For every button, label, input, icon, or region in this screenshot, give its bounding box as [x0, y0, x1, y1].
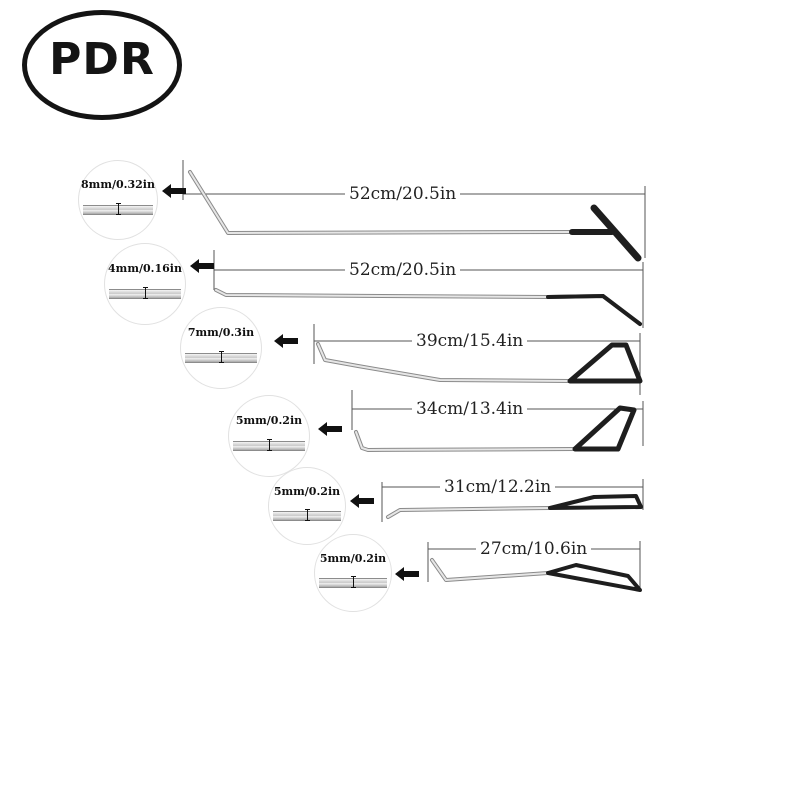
- diameter-label: 5mm/0.2in: [273, 485, 341, 498]
- arrow-left-icon: [395, 567, 419, 581]
- diameter-label: 4mm/0.16in: [108, 262, 182, 275]
- diameter-label: 7mm/0.3in: [187, 326, 255, 339]
- tool-handle: [546, 293, 642, 326]
- arrow-left-icon: [274, 334, 298, 348]
- logo-text: PDR: [49, 34, 155, 85]
- tool-rod: [317, 343, 571, 382]
- diameter-label: 8mm/0.32in: [81, 178, 155, 191]
- tool-length-label: 34cm/13.4in: [412, 399, 528, 419]
- diameter-badge: 7mm/0.3in: [180, 307, 262, 389]
- tool-rod: [387, 507, 551, 518]
- diameter-badge: 4mm/0.16in: [104, 243, 186, 325]
- brand-logo: PDR: [22, 10, 182, 120]
- tool-length-label: 52cm/20.5in: [345, 184, 461, 204]
- arrow-left-icon: [162, 184, 186, 198]
- tool-wide-handle: [546, 563, 642, 592]
- tool-rod: [431, 559, 549, 581]
- tool-flat-handle: [548, 494, 643, 510]
- tool-t-handle: [590, 204, 642, 262]
- arrow-left-icon: [350, 494, 374, 508]
- tool-loop-handle: [567, 342, 643, 384]
- tool-rod: [355, 431, 576, 451]
- tool-length-label: 27cm/10.6in: [476, 539, 592, 559]
- tool-rod: [189, 171, 573, 234]
- diameter-mark-icon: [116, 203, 121, 215]
- diameter-mark-icon: [305, 509, 310, 521]
- logo-ring: [22, 10, 182, 120]
- diameter-mark-icon: [267, 439, 272, 451]
- diameter-mark-icon: [143, 287, 148, 299]
- tool-loop-handle: [572, 405, 637, 452]
- diameter-label: 5mm/0.2in: [235, 414, 303, 427]
- diameter-badge: 5mm/0.2in: [228, 395, 310, 477]
- arrow-left-icon: [190, 259, 214, 273]
- diameter-badge: 8mm/0.32in: [78, 160, 158, 240]
- arrow-left-icon: [318, 422, 342, 436]
- diameter-label: 5mm/0.2in: [319, 552, 387, 565]
- tool-rod-outline: [354, 430, 577, 452]
- diameter-mark-icon: [219, 351, 224, 363]
- tool-length-label: 52cm/20.5in: [345, 260, 461, 280]
- diameter-mark-icon: [351, 576, 356, 588]
- tool-length-label: 39cm/15.4in: [412, 331, 528, 351]
- diameter-badge: 5mm/0.2in: [314, 534, 392, 612]
- tool-length-label: 31cm/12.2in: [440, 477, 556, 497]
- diameter-badge: 5mm/0.2in: [268, 467, 346, 545]
